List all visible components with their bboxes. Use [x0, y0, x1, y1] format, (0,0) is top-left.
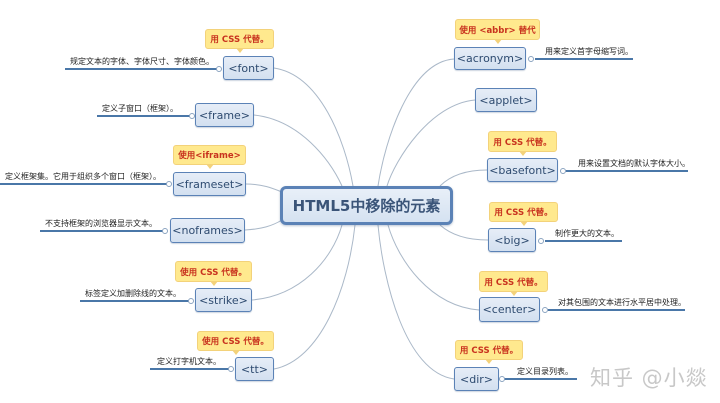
- desc-strike: 标签定义加删除线的文本。: [85, 289, 181, 298]
- callout-text: 用 CSS 代替。: [484, 277, 543, 288]
- desc-acronym: 用来定义首字母缩写词。: [545, 47, 633, 56]
- callout-text: 用 CSS 代替。: [493, 137, 552, 148]
- node-label: <tt>: [240, 362, 269, 376]
- desc-frame: 定义子窗口（框架）。: [102, 104, 178, 113]
- callout-text: 用 CSS 代替。: [459, 346, 519, 356]
- callout-center: 用 CSS 代替。: [479, 271, 548, 296]
- node-big[interactable]: <big>: [488, 228, 536, 252]
- desc-basefont: 用来设置文档的默认字体大小。: [578, 159, 690, 168]
- desc-dir: 定义目录列表。: [517, 367, 573, 376]
- callout-frameset: 使用<iframe>: [173, 145, 246, 169]
- callout-text: 使用 <abbr> 替代: [459, 25, 536, 36]
- node-label: <basefont>: [489, 163, 556, 177]
- desc-tt: 定义打字机文本。: [157, 357, 221, 366]
- node-label: <noframes>: [172, 224, 243, 237]
- node-label: <dir>: [460, 372, 493, 386]
- desc-noframes: 不支持框架的浏览器显示文本。: [45, 219, 157, 228]
- node-label: <strike>: [199, 293, 248, 307]
- desc-font: 规定文本的字体、字体尺寸、字体颜色。: [70, 57, 214, 66]
- node-basefont[interactable]: <basefont>: [487, 158, 558, 182]
- node-tt[interactable]: <tt>: [235, 357, 274, 381]
- central-topic[interactable]: HTML5中移除的元素: [280, 186, 453, 225]
- callout-text: 使用<iframe>: [178, 151, 241, 161]
- node-applet[interactable]: <applet>: [475, 88, 537, 112]
- node-frame[interactable]: <frame>: [195, 103, 254, 127]
- central-topic-label: HTML5中移除的元素: [292, 197, 441, 215]
- node-acronym[interactable]: <acronym>: [454, 47, 526, 70]
- callout-text: 用 CSS 代替。: [210, 35, 269, 45]
- node-label: <frame>: [198, 108, 251, 122]
- callout-basefont: 用 CSS 代替。: [488, 131, 557, 156]
- callout-text: 使用 CSS 代替。: [180, 267, 247, 278]
- node-label: <acronym>: [456, 52, 524, 65]
- node-label: <center>: [482, 303, 537, 316]
- callout-dir: 用 CSS 代替。: [455, 340, 523, 364]
- node-strike[interactable]: <strike>: [195, 288, 252, 312]
- desc-center: 对其包围的文本进行水平居中处理。: [558, 298, 686, 307]
- node-label: <frameset>: [175, 177, 244, 191]
- node-center[interactable]: <center>: [479, 297, 540, 322]
- callout-acronym: 使用 <abbr> 替代: [455, 19, 540, 44]
- watermark: 知乎 @小燚: [590, 366, 708, 390]
- callout-big: 用 CSS 代替。: [489, 202, 558, 226]
- node-dir[interactable]: <dir>: [454, 367, 499, 391]
- node-label: <font>: [228, 61, 269, 75]
- desc-big: 制作更大的文本。: [555, 229, 619, 238]
- node-label: <big>: [494, 233, 530, 247]
- callout-font: 用 CSS 代替。: [205, 29, 274, 53]
- node-font[interactable]: <font>: [223, 56, 274, 80]
- callout-strike: 使用 CSS 代替。: [175, 261, 252, 286]
- node-label: <applet>: [479, 93, 533, 107]
- node-frameset[interactable]: <frameset>: [173, 172, 246, 196]
- callout-text: 用 CSS 代替。: [494, 208, 553, 218]
- callout-text: 使用 CSS 代替。: [202, 337, 269, 347]
- node-noframes[interactable]: <noframes>: [170, 218, 245, 243]
- desc-frameset: 定义框架集。它用于组织多个窗口（框架）。: [5, 172, 161, 181]
- callout-tt: 使用 CSS 代替。: [197, 331, 274, 355]
